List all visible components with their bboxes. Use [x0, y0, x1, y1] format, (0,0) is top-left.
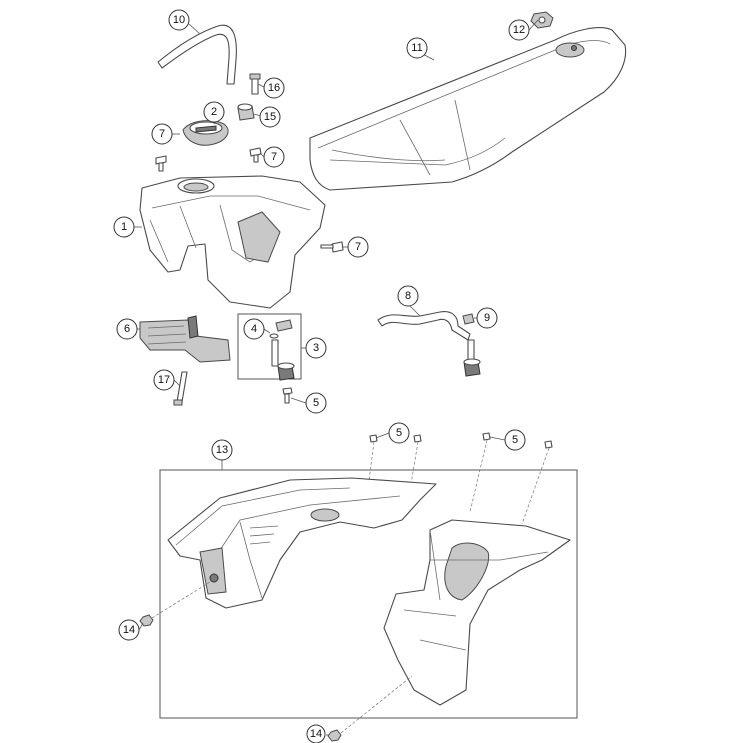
callout-14b: 14 [306, 724, 326, 743]
callout-2: 2 [203, 101, 225, 123]
fuel-tank-part [139, 175, 326, 309]
fuel-tap-assembly [237, 313, 302, 381]
fuel-hose-part [157, 24, 237, 85]
callout-5b: 5 [388, 422, 410, 444]
callout-label: 7 [159, 128, 165, 140]
callout-7a: 7 [151, 123, 173, 145]
callout-label: 8 [405, 290, 411, 302]
fuel-fitting-part [463, 339, 481, 377]
fuel-cap-part [182, 120, 229, 146]
spoiler-group-frame [159, 469, 578, 719]
screw-part-16 [249, 73, 261, 95]
callout-7c: 7 [347, 236, 369, 258]
callout-label: 12 [513, 24, 525, 36]
callout-label: 14 [123, 624, 135, 636]
callout-label: 2 [211, 106, 217, 118]
callout-5c: 5 [504, 429, 526, 451]
callout-label: 9 [484, 312, 490, 324]
callout-label: 3 [313, 342, 319, 354]
callout-label: 5 [512, 434, 518, 446]
callout-11: 11 [406, 37, 428, 59]
callout-label: 10 [173, 14, 185, 26]
grommet-part [237, 103, 255, 121]
callout-10: 10 [168, 9, 190, 31]
callout-label: 14 [310, 728, 322, 740]
right-spoiler-part [383, 519, 571, 706]
callout-label: 1 [121, 221, 127, 233]
screw-part-5a [282, 387, 293, 404]
nut-part-14a [139, 581, 211, 627]
callout-label: 7 [271, 151, 277, 163]
callout-16: 16 [263, 77, 285, 99]
callout-8: 8 [397, 285, 419, 307]
callout-4: 4 [243, 318, 265, 340]
callout-label: 16 [268, 82, 280, 94]
callout-1: 1 [113, 216, 135, 238]
bolt-part-17 [173, 371, 188, 406]
callout-label: 17 [158, 374, 170, 386]
left-spoiler-part [167, 477, 437, 609]
screw-part-7c [320, 241, 344, 253]
seat-nut-part [530, 11, 554, 29]
callout-label: 13 [216, 444, 228, 456]
callout-17: 17 [153, 369, 175, 391]
callout-6: 6 [116, 318, 138, 340]
hose-clamp-part [462, 313, 475, 325]
callout-label: 11 [411, 42, 422, 54]
callout-5a: 5 [305, 392, 327, 414]
callout-label: 5 [313, 397, 319, 409]
callout-3: 3 [305, 337, 327, 359]
callout-label: 6 [124, 323, 130, 335]
callout-14a: 14 [118, 619, 140, 641]
callout-7b: 7 [263, 146, 285, 168]
bracket-part [139, 315, 231, 363]
screw-part-5b [367, 434, 378, 489]
screw-part-5e [521, 440, 553, 525]
callout-label: 15 [264, 111, 276, 123]
nut-part-14b [327, 675, 413, 742]
screw-part-7a [155, 155, 167, 172]
callout-9: 9 [476, 307, 498, 329]
screw-part-5d [469, 432, 491, 513]
seat-part [309, 27, 627, 191]
callout-13: 13 [211, 439, 233, 461]
callout-label: 4 [251, 323, 257, 335]
callout-15: 15 [259, 106, 281, 128]
callout-label: 5 [396, 427, 402, 439]
callout-label: 7 [355, 241, 361, 253]
callout-12: 12 [508, 19, 530, 41]
screw-part-7b [249, 147, 262, 163]
fuel-line-part [377, 311, 471, 341]
